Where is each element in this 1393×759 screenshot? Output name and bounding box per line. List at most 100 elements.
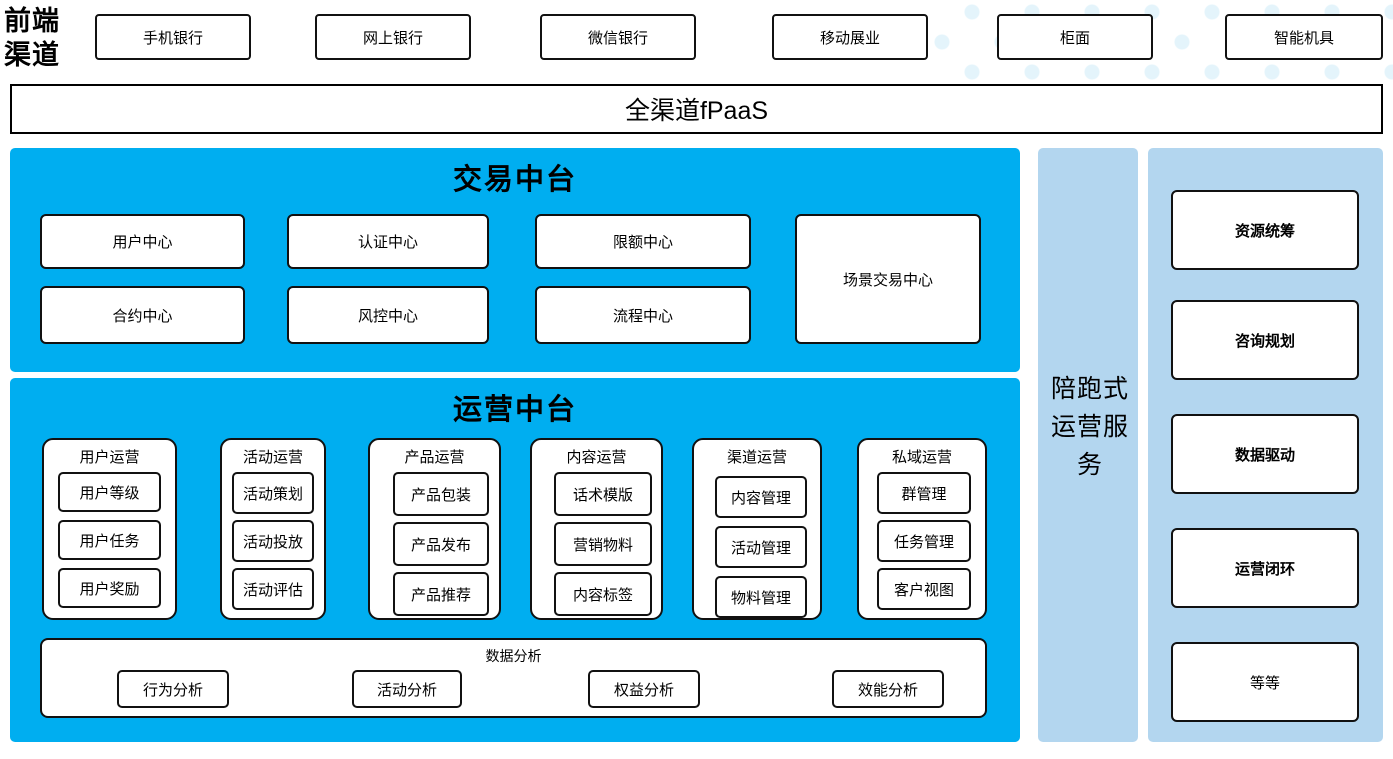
trade-card-user-center[interactable]: 用户中心: [40, 214, 245, 269]
trade-platform-title: 交易中台: [452, 164, 577, 196]
ops-item-label: 活动评估: [242, 581, 303, 599]
front-end-channel-label: 前端 渠道: [4, 2, 90, 74]
ops-item-label: 产品发布: [410, 536, 471, 554]
service-cards-panel: 资源统筹 咨询规划 数据驱动 运营闭环 等等: [1148, 148, 1383, 742]
ops-platform-panel: 运营中台 用户运营 用户等级 用户任务 用户奖励 活动运营 活动策划 活动投放 …: [10, 378, 1020, 742]
ops-item[interactable]: 内容标签: [554, 572, 652, 616]
analytics-item[interactable]: 行为分析: [117, 670, 229, 708]
ops-platform-title: 运营中台: [452, 394, 577, 426]
ops-item[interactable]: 产品包装: [393, 472, 489, 516]
trade-card-label: 认证中心: [357, 234, 418, 251]
channel-box-label: 移动展业: [819, 29, 880, 47]
trade-card-label: 用户中心: [112, 234, 173, 251]
ops-item[interactable]: 群管理: [877, 472, 971, 514]
service-card-etc[interactable]: 等等: [1171, 642, 1359, 722]
analytics-item[interactable]: 效能分析: [832, 670, 944, 708]
channel-box-mobile-field[interactable]: 移动展业: [772, 14, 928, 60]
channel-box-internet-bank[interactable]: 网上银行: [315, 14, 471, 60]
ops-column-content: 内容运营 话术模版 营销物料 内容标签: [530, 438, 663, 620]
trade-card-label: 合约中心: [112, 307, 173, 325]
channel-box-label: 智能机具: [1273, 29, 1334, 47]
service-card-ops-closed-loop[interactable]: 运营闭环: [1171, 528, 1359, 608]
channel-box-label: 网上银行: [362, 29, 423, 47]
trade-card-label: 场景交易中心: [842, 271, 933, 289]
trade-platform-panel: 交易中台 用户中心 认证中心 限额中心 场景交易中心 合约中心 风控中心 流程中…: [10, 148, 1020, 372]
ops-item-label: 活动管理: [730, 539, 791, 557]
channel-box-counter[interactable]: 柜面: [997, 14, 1153, 60]
service-column-label: 陪跑式运营服务: [1050, 375, 1129, 479]
ops-item[interactable]: 用户奖励: [58, 568, 161, 608]
ops-item[interactable]: 营销物料: [554, 522, 652, 566]
ops-column-product: 产品运营 产品包装 产品发布 产品推荐: [368, 438, 501, 620]
analytics-title: 数据分析: [485, 648, 542, 664]
trade-card-contract-center[interactable]: 合约中心: [40, 286, 245, 344]
service-card-consulting-planning[interactable]: 咨询规划: [1171, 300, 1359, 380]
trade-card-label: 流程中心: [612, 307, 673, 325]
analytics-item[interactable]: 活动分析: [352, 670, 462, 708]
omni-channel-fpaas-bar[interactable]: 全渠道fPaaS: [10, 84, 1383, 134]
ops-column-title: 私域运营: [891, 449, 952, 466]
ops-item[interactable]: 任务管理: [877, 520, 971, 562]
channel-box-mobile-bank[interactable]: 手机银行: [95, 14, 251, 60]
ops-column-title: 产品运营: [404, 449, 465, 466]
ops-item[interactable]: 活动评估: [232, 568, 314, 610]
trade-card-limit-center[interactable]: 限额中心: [535, 214, 751, 269]
channel-box-label: 手机银行: [142, 29, 203, 47]
trade-card-scenario-trade-center[interactable]: 场景交易中心: [795, 214, 981, 344]
ops-item[interactable]: 用户任务: [58, 520, 161, 560]
ops-column-private-domain: 私域运营 群管理 任务管理 客户视图: [857, 438, 987, 620]
ops-item-label: 活动投放: [242, 533, 303, 551]
channel-box-label: 微信银行: [587, 29, 648, 47]
channel-box-label: 柜面: [1059, 29, 1090, 47]
trade-card-risk-center[interactable]: 风控中心: [287, 286, 489, 344]
trade-card-auth-center[interactable]: 认证中心: [287, 214, 489, 269]
ops-item-label: 物料管理: [730, 589, 791, 607]
ops-item[interactable]: 物料管理: [715, 576, 807, 618]
ops-item[interactable]: 话术模版: [554, 472, 652, 516]
ops-item-label: 客户视图: [893, 581, 954, 599]
ops-item[interactable]: 内容管理: [715, 476, 807, 518]
ops-item-label: 产品推荐: [410, 586, 471, 604]
ops-item[interactable]: 用户等级: [58, 472, 161, 512]
service-card-label: 数据驱动: [1234, 446, 1295, 464]
service-card-label: 运营闭环: [1234, 560, 1295, 578]
ops-column-title: 内容运营: [566, 449, 627, 466]
trade-card-label: 限额中心: [612, 234, 673, 251]
ops-item-label: 用户奖励: [79, 580, 140, 598]
ops-item-label: 任务管理: [893, 533, 954, 551]
analytics-item-label: 权益分析: [613, 681, 674, 699]
ops-item-label: 营销物料: [572, 536, 633, 554]
analytics-item-label: 效能分析: [857, 681, 918, 699]
service-card-label: 资源统筹: [1234, 222, 1295, 240]
ops-item-label: 活动策划: [242, 485, 303, 503]
ops-column-user: 用户运营 用户等级 用户任务 用户奖励: [42, 438, 177, 620]
ops-item-label: 用户等级: [79, 484, 140, 502]
ops-item[interactable]: 产品发布: [393, 522, 489, 566]
ops-item-label: 群管理: [901, 485, 947, 503]
service-card-resource-coordination[interactable]: 资源统筹: [1171, 190, 1359, 270]
ops-item[interactable]: 活动投放: [232, 520, 314, 562]
ops-item[interactable]: 活动管理: [715, 526, 807, 568]
ops-column-title: 活动运营: [242, 449, 303, 466]
trade-card-process-center[interactable]: 流程中心: [535, 286, 751, 344]
analytics-item-label: 行为分析: [142, 681, 203, 699]
ops-item[interactable]: 客户视图: [877, 568, 971, 610]
ops-item-label: 用户任务: [79, 532, 140, 550]
omni-channel-title: 全渠道fPaaS: [624, 97, 769, 125]
ops-item[interactable]: 产品推荐: [393, 572, 489, 616]
analytics-card: 数据分析 行为分析 活动分析 权益分析 效能分析: [40, 638, 987, 718]
ops-item-label: 内容管理: [730, 489, 791, 507]
service-card-data-driven[interactable]: 数据驱动: [1171, 414, 1359, 494]
service-column-panel: [1038, 148, 1138, 742]
ops-item-label: 内容标签: [572, 586, 633, 604]
ops-column-channel: 渠道运营 内容管理 活动管理 物料管理: [692, 438, 822, 620]
channel-box-smart-device[interactable]: 智能机具: [1225, 14, 1383, 60]
trade-card-label: 风控中心: [357, 307, 418, 325]
analytics-item[interactable]: 权益分析: [588, 670, 700, 708]
channel-label-line-1: 前端: [4, 6, 60, 36]
ops-column-title: 用户运营: [79, 449, 140, 466]
ops-item[interactable]: 活动策划: [232, 472, 314, 514]
channel-label-line-2: 渠道: [4, 40, 60, 70]
channel-box-wechat-bank[interactable]: 微信银行: [540, 14, 696, 60]
